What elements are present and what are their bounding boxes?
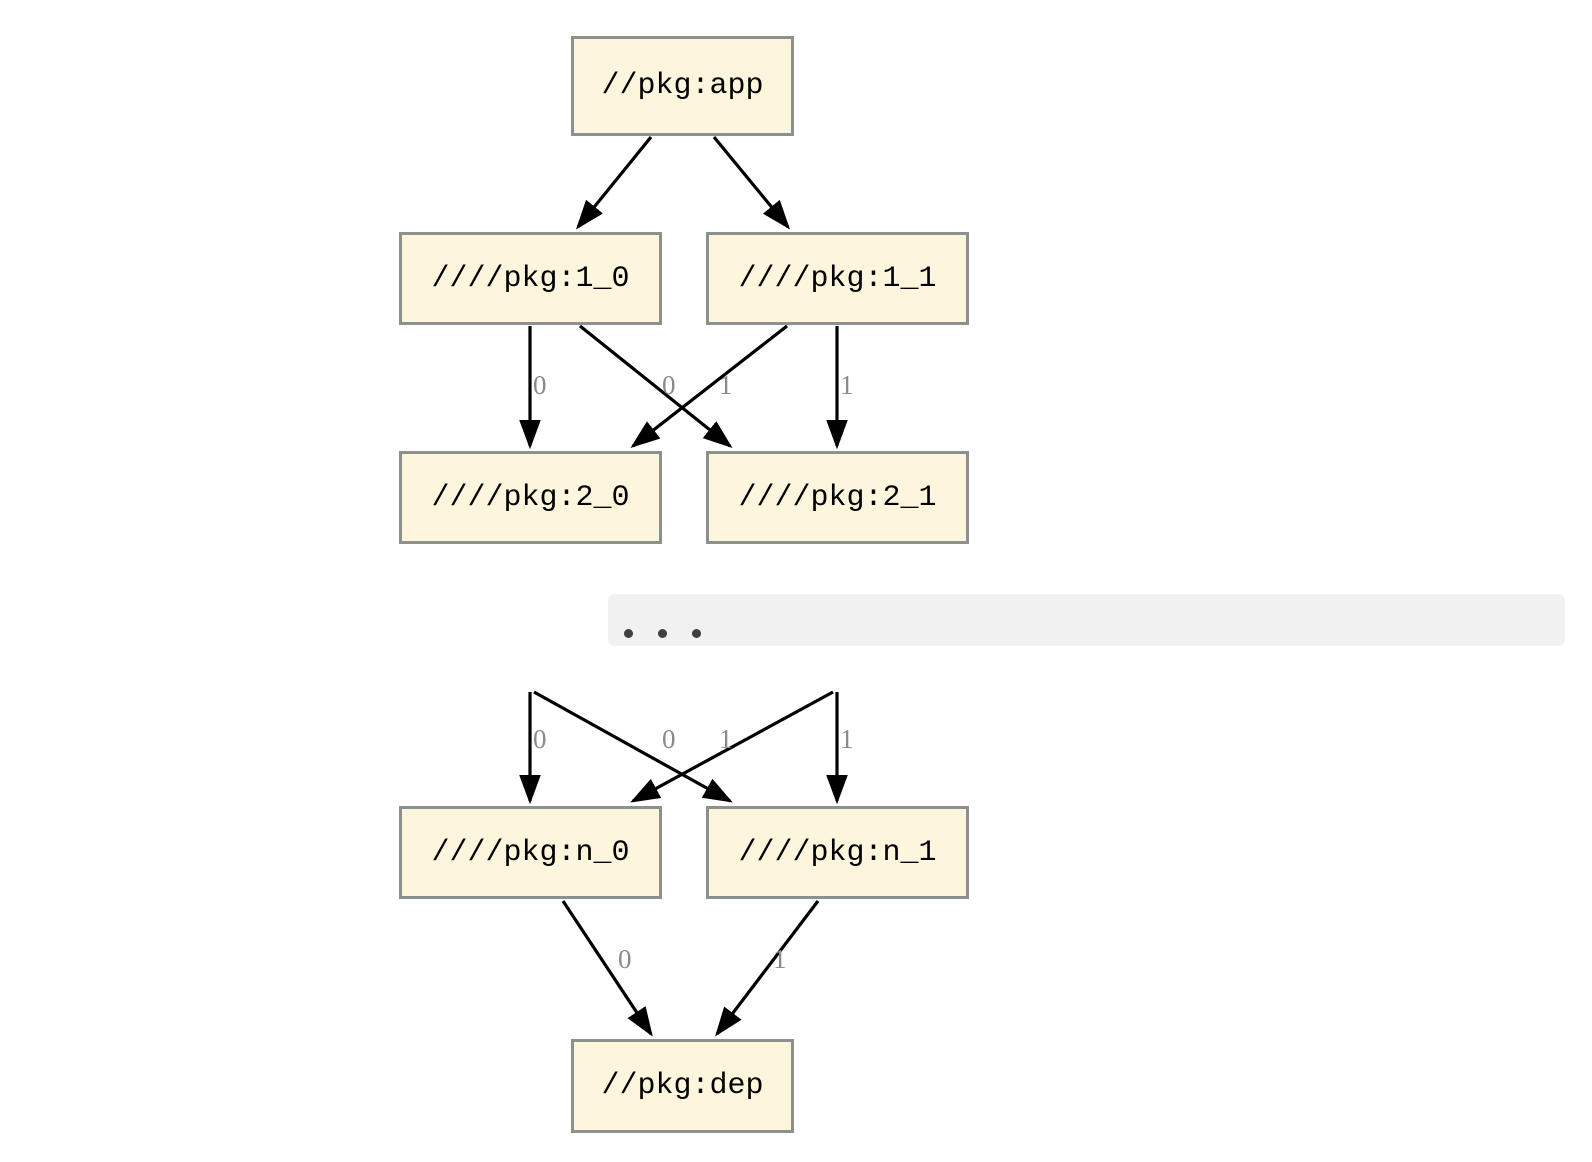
ellipsis-dot	[624, 628, 633, 638]
graph-edge-label: 0	[618, 944, 632, 974]
ellipsis-icon	[624, 628, 726, 638]
ellipsis-dot	[692, 628, 701, 638]
graph-node-label: ////pkg:1_0	[431, 261, 630, 296]
graph-node-label: ////pkg:2_0	[431, 480, 630, 515]
graph-edge	[630, 324, 788, 448]
graph-node-n2_1[interactable]: ////pkg:2_1	[706, 451, 969, 544]
graph-edge-label: 0	[533, 370, 547, 400]
edges-group	[519, 135, 848, 1037]
elided-nodes-band[interactable]	[608, 594, 1565, 646]
graph-edge	[712, 135, 791, 230]
graph-edge-label: 1	[773, 944, 787, 974]
graph-edge	[561, 900, 653, 1037]
graph-node-app[interactable]: //pkg:app	[571, 36, 794, 136]
graph-node-label: //pkg:app	[601, 69, 764, 103]
graph-node-n2_0[interactable]: ////pkg:2_0	[399, 451, 662, 544]
graph-edge	[579, 324, 733, 448]
graph-node-n1_0[interactable]: ////pkg:1_0	[399, 232, 662, 325]
graph-node-n1_1[interactable]: ////pkg:1_1	[706, 232, 969, 325]
graph-edge-label: 1	[840, 370, 854, 400]
graph-node-label: ////pkg:1_1	[738, 261, 937, 296]
graph-node-nn_1[interactable]: ////pkg:n_1	[706, 806, 969, 899]
graph-node-label: ////pkg:n_0	[431, 835, 630, 870]
graph-edge-label: 0	[662, 724, 676, 754]
graph-edge-label: 0	[662, 370, 676, 400]
graph-node-label: ////pkg:2_1	[738, 480, 937, 515]
graph-edge-label: 1	[719, 370, 733, 400]
graph-edge-label: 1	[840, 724, 854, 754]
graph-node-label: ////pkg:n_1	[738, 835, 937, 870]
graph-edge	[715, 900, 820, 1037]
graph-edge-label: 1	[719, 724, 733, 754]
graph-edge	[533, 690, 733, 803]
graph-node-dep[interactable]: //pkg:dep	[571, 1039, 794, 1133]
graph-edge	[575, 135, 653, 230]
graph-node-nn_0[interactable]: ////pkg:n_0	[399, 806, 662, 899]
ellipsis-dot	[658, 628, 667, 638]
graph-edge-label: 0	[533, 724, 547, 754]
graph-node-label: //pkg:dep	[601, 1069, 764, 1103]
graph-edge	[630, 690, 834, 803]
